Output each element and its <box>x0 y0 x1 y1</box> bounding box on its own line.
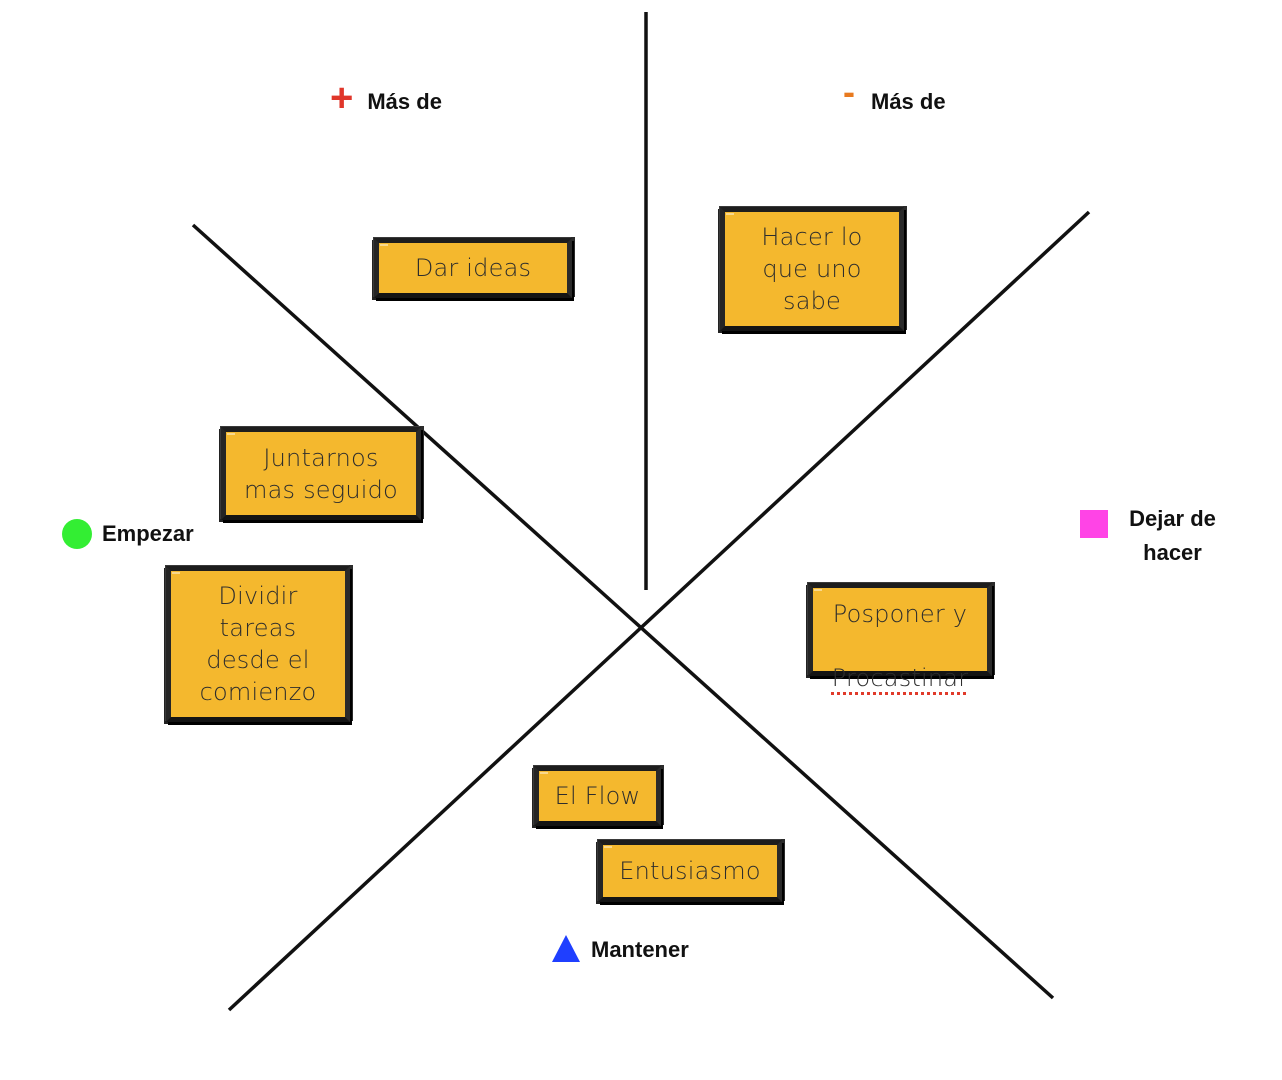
sticky-note-entusiasmo[interactable]: Entusiasmo <box>598 840 782 902</box>
keep-label-text: Mantener <box>591 937 689 963</box>
sticky-note-text: El Flow <box>554 782 641 810</box>
sticky-note-el-flow[interactable]: El Flow <box>534 766 661 826</box>
more-of-label: + Más de <box>330 76 442 121</box>
sticky-note-dividir-tareas[interactable]: Dividir tareas desde el comienzo <box>166 566 350 722</box>
green-circle-icon <box>62 519 92 550</box>
stop-label: Dejar de hacer <box>1080 506 1230 590</box>
sticky-note-line-1: Posponer y <box>832 599 968 628</box>
sticky-note-text: Dar ideas <box>414 254 532 282</box>
more-of-label-text: Más de <box>367 89 442 115</box>
divider-line-top-left-to-bottom-right <box>191 223 1055 1000</box>
sticky-note-juntarnos-mas-seguido[interactable]: Juntarnos mas seguido <box>221 427 421 520</box>
stop-label-text: Dejar de hacer <box>1129 506 1216 565</box>
blue-triangle-icon <box>552 934 580 962</box>
start-label-text: Empezar <box>102 521 194 547</box>
sticky-note-text: Entusiasmo <box>619 857 761 885</box>
misspelled-word: Procastinar <box>831 663 969 692</box>
pink-square-icon <box>1080 510 1108 538</box>
less-of-label: -Más de <box>843 74 946 119</box>
keep-label: Mantener <box>552 932 689 967</box>
sticky-note-text: Hacer lo que uno sabe <box>761 223 863 315</box>
sticky-note-text: Juntarnos mas seguido <box>244 443 398 504</box>
minus-icon: - <box>843 71 855 113</box>
sticky-note-text: Posponer y Procastinar <box>832 566 969 694</box>
divider-line-top-right-to-bottom-left <box>227 210 1091 1012</box>
sticky-note-text: Dividir tareas desde el comienzo <box>199 582 317 706</box>
sticky-note-hacer-lo-que-uno-sabe[interactable]: Hacer lo que uno sabe <box>720 207 904 331</box>
plus-icon: + <box>330 76 354 121</box>
start-label: Empezar <box>62 516 194 551</box>
less-of-label-text: Más de <box>871 89 946 115</box>
sticky-note-dar-ideas[interactable]: Dar ideas <box>374 238 572 298</box>
sticky-note-posponer-y-procastinar[interactable]: Posponer y Procastinar <box>808 583 992 692</box>
